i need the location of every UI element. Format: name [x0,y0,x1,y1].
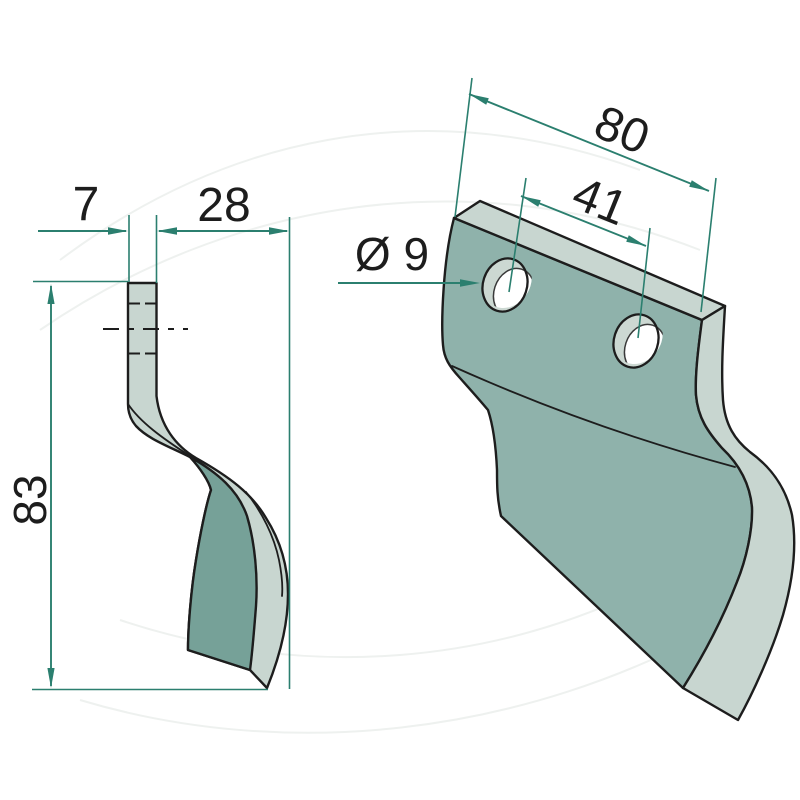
arrowhead-icon [157,227,177,235]
iso-bend-line [451,365,736,468]
arrowhead-icon [47,284,55,304]
hole-rim [612,313,660,369]
dimension-height: 83 [4,280,268,691]
arrowhead-icon [521,196,541,207]
arrowhead-icon [469,94,489,105]
dimension-label: 83 [4,474,56,525]
dimension-label: 28 [197,179,250,232]
dimension-line [468,93,710,192]
extension-line [700,177,717,313]
arrowhead-icon [108,227,128,235]
arrowhead-icon [460,279,480,287]
dimension-line [520,195,647,247]
dimension-label: 80 [587,96,656,165]
arrowhead-icon [269,227,289,235]
arrowhead-icon [689,180,709,191]
iso-right-edge-face [681,304,796,722]
dimension-depth: 28 [157,179,291,689]
arrowhead-icon [626,235,646,246]
extension-line [454,77,473,218]
watermark-arc [79,619,731,734]
watermark-arc [59,130,641,261]
hole-diameter-label: Ø 9 [355,228,429,280]
iso-hole-rear [612,313,667,374]
dimension-label: 7 [73,178,100,231]
watermark-arc [39,200,701,331]
arrowhead-icon [47,668,55,688]
extension-line [637,227,651,339]
side-view [103,281,290,690]
side-view-back-edge [245,491,284,597]
callout-hole-diameter: Ø 9 [338,228,480,287]
iso-view [441,199,796,722]
dimension-thickness: 7 [38,178,158,283]
side-view-concave-face [186,455,258,672]
